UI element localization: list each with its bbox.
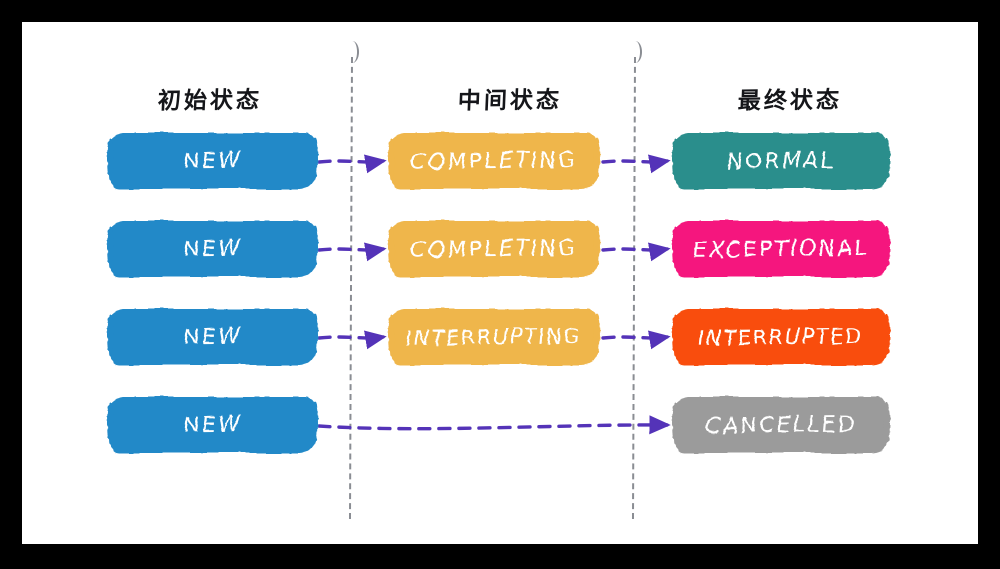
state-box-cancelled[interactable]: CANCELLED	[672, 397, 890, 453]
state-label: COMPLETING	[408, 147, 580, 175]
state-box-new-2[interactable]: NEW	[107, 221, 318, 277]
state-box-completing-2[interactable]: COMPLETING	[388, 221, 600, 277]
state-box-exceptional[interactable]: EXCEPTIONAL	[672, 221, 890, 277]
state-box-new-1[interactable]: NEW	[107, 133, 318, 189]
state-label: EXCEPTIONAL	[691, 235, 871, 263]
state-label: CANCELLED	[703, 411, 859, 439]
arrow-interrupting-to-interrupted-3	[601, 330, 671, 350]
state-label: INTERRUPTED	[697, 323, 865, 351]
arrow-new-to-cancelled-4	[317, 415, 671, 435]
column-header-initial: 初始状态	[157, 87, 263, 115]
state-box-new-4[interactable]: NEW	[107, 397, 318, 453]
state-label: NORMAL	[725, 147, 837, 175]
diagram-canvas: 初始状态 中间状态 最终状态 NEW COMPLETING NORM	[25, 25, 975, 541]
state-label: INTERRUPTING	[405, 323, 583, 351]
state-box-completing-1[interactable]: COMPLETING	[388, 133, 600, 189]
column-header-middle: 中间状态	[457, 87, 563, 115]
state-box-new-3[interactable]: NEW	[107, 309, 318, 365]
state-label: NEW	[181, 148, 244, 174]
column-divider-1	[348, 56, 354, 520]
state-label: NEW	[181, 324, 244, 350]
state-label: COMPLETING	[408, 235, 580, 263]
state-box-interrupted[interactable]: INTERRUPTED	[672, 309, 890, 365]
state-box-interrupting[interactable]: INTERRUPTING	[388, 309, 600, 365]
state-label: NEW	[181, 236, 244, 262]
state-box-normal[interactable]: NORMAL	[672, 133, 890, 189]
column-divider-2	[631, 56, 637, 520]
state-label: NEW	[181, 412, 244, 438]
column-header-final: 最终状态	[737, 87, 843, 115]
